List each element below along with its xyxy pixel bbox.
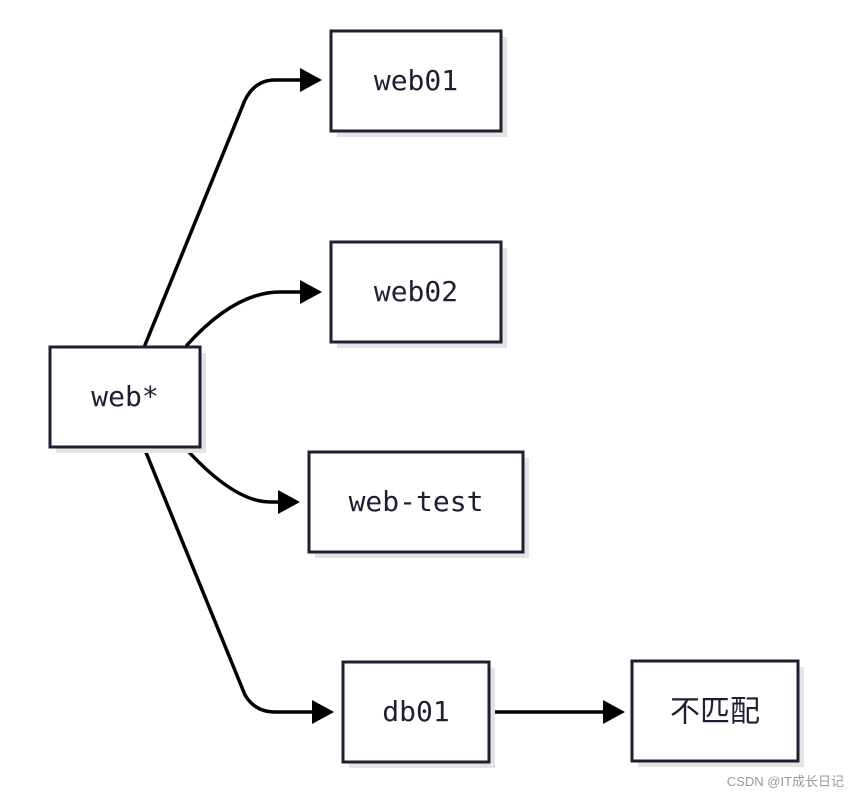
edge-web-star-to-web02 xyxy=(185,290,307,347)
node-label-no-match: 不匹配 xyxy=(670,695,760,730)
node-no-match: 不匹配 xyxy=(630,659,804,767)
edge-web-star-to-db01 xyxy=(143,448,317,714)
node-web02: web02 xyxy=(329,240,507,348)
node-web01: web01 xyxy=(329,29,507,137)
node-db01: db01 xyxy=(341,660,495,768)
arrowhead-db01 xyxy=(312,700,334,724)
arrowhead-web01 xyxy=(300,68,322,92)
edges xyxy=(143,68,625,724)
edge-web-star-to-web01 xyxy=(143,78,307,347)
node-label-web-test: web-test xyxy=(349,485,484,518)
node-web-star: web* xyxy=(48,345,206,453)
edge-web-star-to-web-test xyxy=(185,448,284,504)
arrowhead-no-match xyxy=(603,700,625,724)
node-label-web02: web02 xyxy=(374,275,458,308)
node-label-web-star: web* xyxy=(91,380,158,413)
node-label-web01: web01 xyxy=(374,64,458,97)
arrowhead-web-test xyxy=(278,490,300,514)
node-label-db01: db01 xyxy=(382,695,449,728)
node-web-test: web-test xyxy=(307,450,529,558)
arrowhead-web02 xyxy=(300,280,322,304)
watermark: CSDN @IT成长日记 xyxy=(726,774,844,789)
